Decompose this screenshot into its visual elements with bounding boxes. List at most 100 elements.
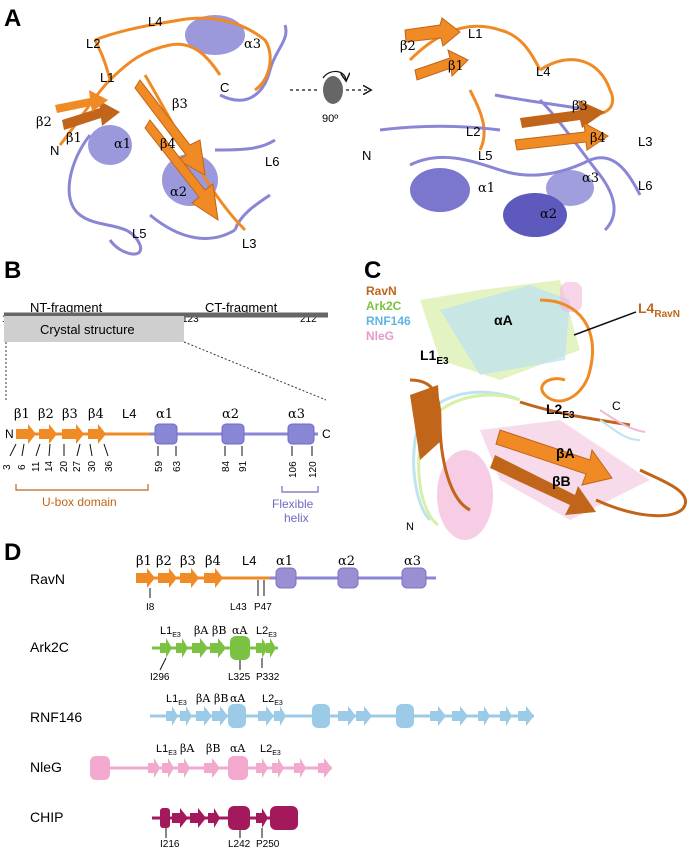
label-alpha3-right: α3 <box>582 171 599 186</box>
c-legend: RavN Ark2C RNF146 NleG <box>366 284 411 343</box>
label-L6-left: L6 <box>265 154 279 169</box>
c-strand-betaA <box>495 429 613 486</box>
ark2c-label-L2: L2 <box>256 625 268 637</box>
label-beta2-left: β2 <box>36 115 52 130</box>
strand-beta4-right <box>514 122 609 151</box>
ubox-bracket <box>15 484 149 491</box>
label-alpha3-left: α3 <box>244 37 261 52</box>
b-c-term: C <box>322 427 331 441</box>
label-N-left: N <box>50 143 59 158</box>
b-helices <box>154 423 315 445</box>
label-L6-right: L6 <box>638 178 652 193</box>
panel-d-label: D <box>4 539 21 566</box>
b-res-14: 14 <box>44 460 55 472</box>
c-L1: L1E3 <box>420 347 449 367</box>
svg-text:L2E3: L2E3 <box>260 743 281 757</box>
b-res-20: 20 <box>59 460 70 472</box>
nleg-label-L1: L1 <box>156 743 168 755</box>
legend-rnf146: RNF146 <box>366 314 411 328</box>
c-L1-sub: E3 <box>436 356 449 367</box>
nt-fragment-label: NT-fragment <box>30 300 103 315</box>
label-N-right: N <box>362 148 371 163</box>
strand-beta1-right <box>414 49 469 81</box>
label-beta4-right: β4 <box>590 131 606 146</box>
nleg-label-L1-sub: E3 <box>168 750 177 757</box>
svg-text:L2E3: L2E3 <box>256 625 277 639</box>
c-betaA: βA <box>556 445 575 461</box>
ark2c-label-alphaA: αA <box>232 624 248 637</box>
ravn-label-alpha1: α1 <box>276 554 293 569</box>
b-label-alpha1: α1 <box>156 407 173 422</box>
rnf146-label-L1: L1 <box>166 693 178 705</box>
label-beta1-left: β1 <box>66 131 82 146</box>
b-label-beta2: β2 <box>38 407 54 422</box>
rnf146-label-L2-sub: E3 <box>274 700 283 707</box>
label-L2-right: L2 <box>466 124 480 139</box>
label-alpha1-left: α1 <box>114 137 131 152</box>
label-L3-right: L3 <box>638 134 652 149</box>
ravn-label-alpha2: α2 <box>338 554 355 569</box>
c-L4: L4RavN <box>638 300 680 320</box>
pos-end: 212 <box>300 314 317 325</box>
row-nleg-name: NleG <box>30 759 62 775</box>
ravn-label-alpha3: α3 <box>404 554 421 569</box>
strand-beta3-right <box>520 100 605 128</box>
c-L2: L2E3 <box>546 401 575 421</box>
label-L1-left: L1 <box>100 70 114 85</box>
label-alpha2-right: α2 <box>540 207 557 222</box>
b-label-L4: L4 <box>122 406 136 421</box>
panel-c-label: C <box>364 257 381 284</box>
chip-res-L242: L242 <box>228 839 251 849</box>
b-res-84: 84 <box>221 460 232 472</box>
b-res-120: 120 <box>308 461 319 478</box>
b-res-11: 11 <box>31 461 42 472</box>
label-L5-right: L5 <box>478 148 492 163</box>
b-residue-ticks <box>9 443 313 457</box>
b-residue-numbers: 3 6 11 14 20 27 30 36 59 63 84 91 106 12… <box>2 460 319 478</box>
b-label-beta4: β4 <box>88 407 104 422</box>
helix-alpha3-left <box>185 15 245 55</box>
label-alpha1-right: α1 <box>478 181 495 196</box>
flexible-label-1: Flexible <box>272 497 314 511</box>
ravn-label-L4: L4 <box>242 553 256 568</box>
b-res-6: 6 <box>17 464 28 470</box>
label-beta3-right: β3 <box>572 99 588 114</box>
label-beta1-right: β1 <box>448 59 464 74</box>
row-ravn: RavN β1 β2 β3 β4 L4 α1 α2 <box>30 553 436 613</box>
ark2c-label-betaA: βA <box>194 624 209 637</box>
rotation-label: 90º <box>322 113 338 125</box>
ravn-res-I8: I8 <box>146 602 155 613</box>
ravn-res-L43: L43 <box>230 602 247 613</box>
c-alphaA: αA <box>494 312 513 328</box>
c-L2-sub: E3 <box>562 410 575 421</box>
legend-ark2c: Ark2C <box>366 299 402 313</box>
b-n-term: N <box>5 427 14 441</box>
rnf146-label-betaA: βA <box>196 692 211 705</box>
legend-ravn: RavN <box>366 284 397 298</box>
c-L2-main: L2 <box>546 401 563 417</box>
nleg-label-alphaA: αA <box>230 742 246 755</box>
ravn-label-beta3: β3 <box>180 554 196 569</box>
panel-b-label: B <box>4 257 21 284</box>
b-label-alpha3: α3 <box>288 407 305 422</box>
ark2c-label-betaB: βB <box>212 624 226 637</box>
c-L4-main: L4 <box>638 300 655 316</box>
rnf146-label-L2: L2 <box>262 693 274 705</box>
nleg-label-betaA: βA <box>180 742 195 755</box>
nleg-label-L2: L2 <box>260 743 272 755</box>
ark2c-res-P332: P332 <box>256 672 280 683</box>
strand-beta2-left <box>55 90 108 113</box>
strand-beta3-left <box>134 79 206 176</box>
row-chip-name: CHIP <box>30 809 63 825</box>
L4-pointer <box>573 311 637 336</box>
helix-alpha3-right <box>546 170 594 206</box>
c-L1-strand <box>410 385 442 460</box>
legend-nleg: NleG <box>366 329 394 343</box>
flexible-label-2: helix <box>284 511 309 525</box>
chip-res-I216: I216 <box>160 839 180 849</box>
panel-a: A L4 L2 α3 L1 C <box>4 5 652 256</box>
flexible-bracket <box>281 486 319 493</box>
helix-alpha1-right <box>410 168 470 212</box>
strand-beta2-right <box>404 17 461 47</box>
